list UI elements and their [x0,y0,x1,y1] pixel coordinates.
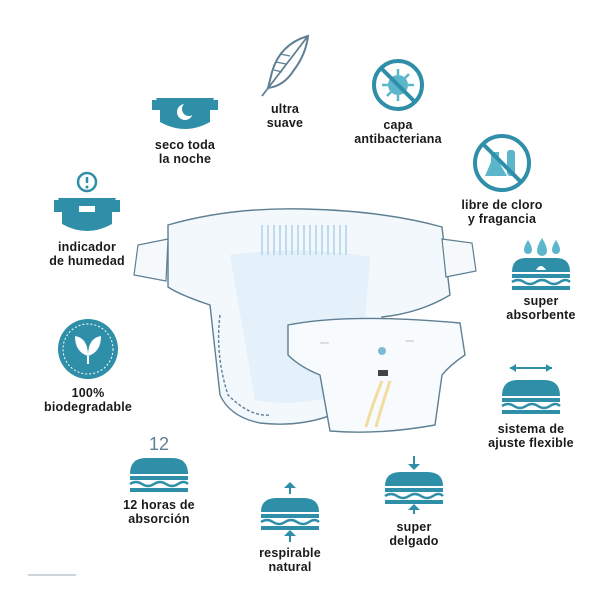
label-line: sistema de [497,422,565,436]
feature-cloro: libre de cloro y fragancia [442,132,562,226]
label-line: respirable [259,546,321,560]
stretch-layers-icon [501,364,561,414]
feature-humedad: indicador de humedad [22,170,152,268]
feature-delgado: super delgado [364,454,464,548]
feature-absorbente: super absorbente [486,236,596,322]
label-line: ajuste flexible [488,436,574,450]
label-line: biodegradable [43,400,133,414]
droplet-layers-icon [511,238,571,290]
diaper-illustration: ~~~ ~~~ [133,208,477,433]
svg-text:~~~: ~~~ [320,341,329,347]
label-line: suave [266,116,304,130]
feather-icon [261,34,310,97]
feature-antibac: capa antibacteriana [338,58,458,146]
divider [28,574,76,576]
label-line: la noche [158,152,212,166]
compress-layers-icon [384,456,444,514]
feature-seco: seco toda la noche [130,92,240,166]
label-line: de humedad [49,254,125,268]
feature-bio: 100% biodegradable [28,316,148,414]
no-chemicals-icon [473,134,531,192]
label-line: indicador [57,240,117,254]
breathable-layers-icon [260,482,320,542]
feature-suave: ultra suave [240,30,330,130]
wetness-indicator-icon [54,171,120,231]
label-line: libre de cloro [461,198,543,212]
label-line: 100% [71,386,105,400]
feature-respirable: respirable natural [240,480,340,574]
label-line: 12 horas de [123,498,195,512]
no-bacteria-icon [372,59,424,111]
label-line: ultra [270,102,300,116]
label-line: y fragancia [467,212,537,226]
feature-ajuste: sistema de ajuste flexible [466,360,596,450]
label-line: absorbente [506,308,576,322]
label-line: antibacteriana [354,132,442,146]
leaf-badge-icon [58,319,118,379]
label-line: natural [268,560,312,574]
moon-diaper-icon [152,98,218,129]
label-line: capa [383,118,413,132]
hours-badge: 12 [148,434,170,454]
label-line: absorción [128,512,190,526]
label-line: delgado [389,534,439,548]
label-line: seco toda [154,138,216,152]
label-line: super [523,294,559,308]
feature-horas: 12 12 horas de absorción [104,434,214,526]
svg-text:~~~: ~~~ [405,339,414,345]
label-line: super [396,520,432,534]
twelve-layers-icon [129,458,189,492]
